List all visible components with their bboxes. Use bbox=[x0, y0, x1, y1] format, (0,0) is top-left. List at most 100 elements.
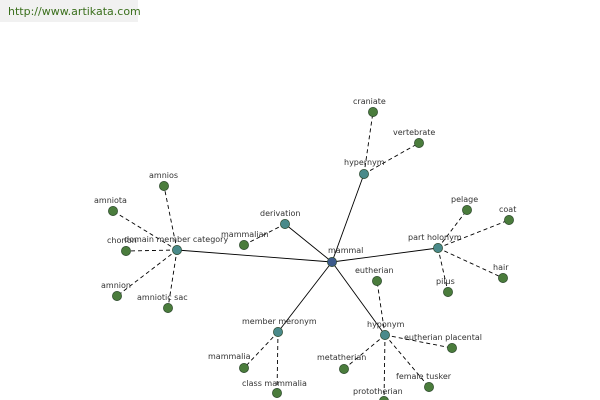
center-node-circle[interactable] bbox=[327, 257, 337, 267]
relation-node-circle[interactable] bbox=[273, 327, 283, 337]
leaf-node-label: mammalian bbox=[221, 230, 269, 239]
edge-hypernym-vertebrate bbox=[363, 142, 420, 175]
relation-node-circle[interactable] bbox=[380, 330, 390, 340]
leaf-node-circle[interactable] bbox=[368, 107, 378, 117]
leaf-node-label: class mammalia bbox=[242, 379, 307, 388]
relation-node-label: hypernym bbox=[344, 158, 385, 167]
leaf-node-label: eutherian bbox=[355, 266, 394, 275]
leaf-node-circle[interactable] bbox=[414, 138, 424, 148]
leaf-node-mammalia[interactable]: mammalia bbox=[208, 352, 251, 373]
leaf-node-eutherian-placental[interactable]: eutherian placental bbox=[404, 333, 482, 353]
leaf-node-label: coat bbox=[499, 205, 516, 214]
relation-node-circle[interactable] bbox=[280, 219, 290, 229]
leaf-node-circle[interactable] bbox=[239, 363, 249, 373]
edge-part-holonym-pilus bbox=[437, 247, 449, 293]
leaf-node-label: vertebrate bbox=[393, 128, 435, 137]
site-url-link[interactable]: http://www.artikata.com bbox=[8, 5, 141, 18]
edge-center-member-meronym bbox=[277, 261, 333, 333]
relation-node-circle[interactable] bbox=[433, 243, 443, 253]
leaf-node-pelage[interactable]: pelage bbox=[451, 195, 478, 215]
leaf-node-amnios[interactable]: amnios bbox=[149, 171, 178, 191]
relation-node-derivation[interactable]: derivation bbox=[260, 209, 300, 229]
relation-node-domain-member-category[interactable]: domain member category bbox=[124, 235, 228, 255]
edge-domain-member-category-amnion bbox=[116, 249, 178, 297]
edge-domain-member-category-chorion bbox=[125, 249, 178, 252]
edge-hypernym-craniate bbox=[363, 111, 374, 175]
edge-part-holonym-pelage bbox=[437, 209, 468, 249]
leaf-node-circle[interactable] bbox=[159, 181, 169, 191]
leaf-node-circle[interactable] bbox=[108, 206, 118, 216]
leaf-node-amniota[interactable]: amniota bbox=[94, 196, 127, 216]
leaf-node-metatherian[interactable]: metatherian bbox=[317, 353, 366, 374]
edge-center-part-holonym bbox=[331, 247, 439, 263]
relation-node-circle[interactable] bbox=[172, 245, 182, 255]
leaf-node-label: amniotic sac bbox=[137, 293, 188, 302]
edge-hyponym-eutherian bbox=[376, 280, 386, 336]
leaf-node-chorion[interactable]: chorion bbox=[107, 236, 137, 256]
graph-edges bbox=[112, 111, 510, 400]
edge-domain-member-category-amniotic-sac bbox=[167, 249, 178, 309]
leaf-node-label: amniota bbox=[94, 196, 127, 205]
leaf-node-circle[interactable] bbox=[447, 343, 457, 353]
edge-center-derivation bbox=[284, 223, 333, 263]
leaf-node-mammalian[interactable]: mammalian bbox=[221, 230, 269, 250]
leaf-node-hair[interactable]: hair bbox=[493, 263, 509, 283]
leaf-node-label: metatherian bbox=[317, 353, 366, 362]
leaf-node-amniotic-sac[interactable]: amniotic sac bbox=[137, 293, 188, 313]
edge-center-domain-member-category bbox=[176, 249, 333, 263]
leaf-node-label: craniate bbox=[353, 97, 386, 106]
edge-part-holonym-coat bbox=[437, 219, 510, 249]
leaf-node-amnion[interactable]: amnion bbox=[101, 281, 131, 301]
leaf-node-pilus[interactable]: pilus bbox=[436, 277, 455, 297]
edge-hyponym-eutherian-placental bbox=[384, 334, 453, 349]
leaf-node-circle[interactable] bbox=[239, 240, 249, 250]
leaf-node-class-mammalia[interactable]: class mammalia bbox=[242, 379, 307, 398]
leaf-node-circle[interactable] bbox=[379, 396, 389, 400]
relation-node-label: hyponym bbox=[367, 320, 405, 329]
leaf-node-label: amnios bbox=[149, 171, 178, 180]
leaf-node-circle[interactable] bbox=[272, 388, 282, 398]
leaf-node-circle[interactable] bbox=[462, 205, 472, 215]
edge-part-holonym-hair bbox=[437, 247, 504, 279]
center-node-label: mammal bbox=[328, 246, 363, 255]
leaf-node-craniate[interactable]: craniate bbox=[353, 97, 386, 117]
leaf-node-circle[interactable] bbox=[121, 246, 131, 256]
leaf-node-label: chorion bbox=[107, 236, 137, 245]
relation-node-label: member meronym bbox=[242, 317, 317, 326]
relation-node-hyponym[interactable]: hyponym bbox=[367, 320, 405, 340]
relation-node-member-meronym[interactable]: member meronym bbox=[242, 317, 317, 337]
leaf-node-circle[interactable] bbox=[163, 303, 173, 313]
leaf-node-female-tusker[interactable]: female tusker bbox=[396, 372, 452, 392]
leaf-node-label: female tusker bbox=[396, 372, 452, 381]
leaf-node-label: pilus bbox=[436, 277, 455, 286]
edge-center-hyponym bbox=[331, 261, 386, 336]
leaf-node-circle[interactable] bbox=[504, 215, 514, 225]
leaf-node-label: mammalia bbox=[208, 352, 251, 361]
relation-node-circle[interactable] bbox=[359, 169, 369, 179]
relation-node-label: part holonym bbox=[408, 233, 462, 242]
leaf-node-eutherian[interactable]: eutherian bbox=[355, 266, 394, 286]
leaf-node-label: hair bbox=[493, 263, 509, 272]
leaf-node-prototherian[interactable]: prototherian bbox=[353, 387, 403, 400]
relation-node-hypernym[interactable]: hypernym bbox=[344, 158, 385, 179]
edge-derivation-mammalian bbox=[243, 223, 286, 246]
leaf-node-circle[interactable] bbox=[112, 291, 122, 301]
center-node-mammal[interactable]: mammal bbox=[327, 246, 363, 267]
leaf-node-label: pelage bbox=[451, 195, 478, 204]
edge-hyponym-metatherian bbox=[343, 334, 386, 370]
edge-member-meronym-mammalia bbox=[243, 331, 279, 369]
relation-node-part-holonym[interactable]: part holonym bbox=[408, 233, 462, 253]
edge-hyponym-female-tusker bbox=[384, 334, 430, 388]
leaf-node-circle[interactable] bbox=[339, 364, 349, 374]
leaf-node-circle[interactable] bbox=[498, 273, 508, 283]
leaf-node-coat[interactable]: coat bbox=[499, 205, 516, 225]
edge-domain-member-category-amnios bbox=[163, 185, 178, 251]
relation-node-label: derivation bbox=[260, 209, 300, 218]
relation-node-label: domain member category bbox=[124, 235, 228, 244]
leaf-node-circle[interactable] bbox=[372, 276, 382, 286]
leaf-node-circle[interactable] bbox=[443, 287, 453, 297]
leaf-node-vertebrate[interactable]: vertebrate bbox=[393, 128, 435, 148]
leaf-node-circle[interactable] bbox=[424, 382, 434, 392]
leaf-node-label: eutherian placental bbox=[404, 333, 482, 342]
